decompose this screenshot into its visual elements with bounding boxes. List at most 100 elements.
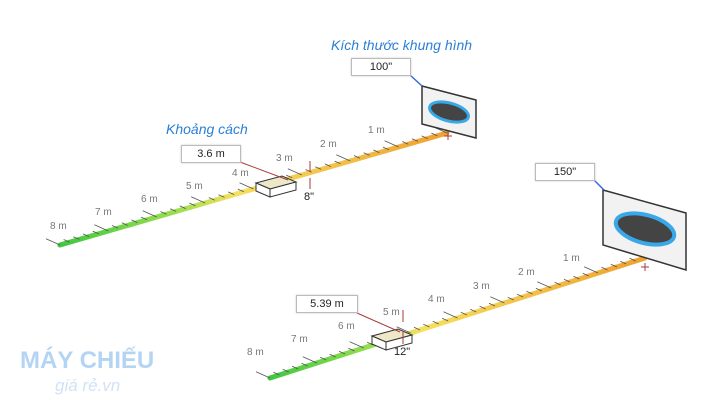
ruler-major-tick	[255, 371, 271, 379]
ruler-minor-tick	[324, 163, 332, 167]
ruler-minor-tick	[273, 371, 280, 376]
ruler-mark-label: 1 m	[563, 253, 580, 264]
ruler-mark-label: 4 m	[428, 294, 445, 305]
ruler-minor-tick	[535, 287, 543, 292]
ruler-minor-tick	[334, 160, 341, 165]
ruler-major-tick	[583, 266, 599, 274]
ruler-minor-tick	[121, 222, 128, 226]
ruler-major-tick	[384, 140, 399, 148]
ruler-minor-tick	[305, 169, 312, 173]
ruler-major-tick	[537, 281, 552, 289]
bottom-logo-icon	[613, 211, 677, 247]
ruler-mark-label: 1 m	[368, 125, 385, 136]
ruler-minor-tick	[413, 326, 421, 331]
ruler-mark-label: 5 m	[186, 181, 203, 192]
top-logo-icon	[428, 100, 470, 124]
watermark-logo: MÁY CHIẾU	[20, 347, 155, 374]
ruler-minor-tick	[516, 293, 524, 298]
ruler-minor-tick	[320, 356, 327, 361]
bottom-offset-label: 12"	[394, 346, 411, 358]
ruler-mark-label: 6 m	[141, 194, 158, 205]
ruler-minor-tick	[131, 219, 138, 223]
ruler-minor-tick	[160, 211, 167, 215]
ruler-minor-tick	[488, 302, 496, 307]
ruler-major-tick	[396, 326, 411, 334]
ruler-mark-label: 2 m	[518, 267, 535, 278]
ruler-mark-label: 3 m	[473, 281, 490, 292]
ruler-minor-tick	[582, 272, 589, 277]
ruler-minor-tick	[315, 166, 322, 170]
ruler-major-tick	[45, 238, 61, 246]
bottom-ruler	[255, 251, 648, 381]
ruler-minor-tick	[402, 141, 409, 145]
ruler-minor-tick	[286, 174, 293, 179]
ruler-major-tick	[443, 311, 458, 319]
ruler-minor-tick	[338, 350, 346, 355]
ruler-minor-tick	[601, 266, 608, 271]
offset-markers	[309, 132, 649, 344]
ruler-mark-label: 5 m	[383, 307, 400, 318]
ruler-minor-tick	[629, 257, 636, 262]
ruler-minor-tick	[169, 208, 177, 212]
ruler-minor-tick	[208, 197, 215, 201]
ruler-major-tick	[336, 154, 351, 162]
ruler-major-tick	[490, 296, 505, 304]
top-offset-label: 8"	[304, 191, 315, 203]
ruler-minor-tick	[189, 202, 196, 207]
ruler-major-tick	[239, 182, 254, 190]
bottom-screen-size-label: 150"	[535, 163, 595, 181]
ruler-minor-tick	[237, 188, 244, 193]
ruler-minor-tick	[441, 317, 449, 322]
ruler-minor-tick	[526, 290, 533, 295]
bottom-distance-label: 5.39 m	[296, 295, 358, 313]
ruler-mark-label: 8 m	[247, 347, 264, 358]
ruler-minor-tick	[421, 135, 428, 139]
ruler-major-tick	[349, 341, 364, 349]
ruler-minor-tick	[573, 275, 580, 280]
ruler-minor-tick	[610, 263, 618, 268]
top-ruler	[45, 126, 450, 248]
ruler-minor-tick	[470, 308, 477, 313]
top-screen-pointer	[409, 74, 423, 87]
ruler-major-tick	[190, 196, 206, 204]
bottom-distance-pointer	[356, 312, 401, 333]
ruler-mark-label: 4 m	[232, 168, 249, 179]
distance-title: Khoảng cách	[166, 121, 248, 137]
top-screen-size-label: 100"	[351, 58, 411, 76]
ruler-minor-tick	[73, 236, 80, 240]
ruler-minor-tick	[301, 362, 308, 367]
ruler-minor-tick	[479, 305, 486, 310]
ruler-minor-tick	[507, 296, 514, 301]
ruler-minor-tick	[63, 239, 70, 243]
ruler-minor-tick	[329, 353, 336, 358]
watermark-sub: giá rẻ.vn	[55, 376, 121, 395]
top-projector	[254, 175, 298, 198]
ruler-mark-label: 3 m	[276, 153, 293, 164]
ruler-minor-tick	[348, 347, 355, 352]
ruler-minor-tick	[563, 278, 571, 283]
ruler-minor-tick	[291, 365, 299, 370]
ruler-minor-tick	[382, 146, 390, 151]
ruler-minor-tick	[432, 320, 439, 325]
ruler-minor-tick	[554, 281, 561, 286]
ruler-minor-tick	[111, 225, 119, 229]
screen-size-title: Kích thước khung hình	[331, 37, 473, 53]
ruler-mark-label: 8 m	[50, 221, 67, 232]
ruler-major-tick	[142, 210, 157, 218]
ruler-minor-tick	[363, 152, 370, 156]
ruler-minor-tick	[218, 194, 225, 198]
bottom-screen-pointer	[593, 179, 605, 191]
ruler-minor-tick	[423, 323, 430, 328]
bottom-projector	[370, 328, 414, 351]
ruler-mark-label: 2 m	[320, 139, 337, 150]
ruler-minor-tick	[140, 216, 148, 221]
ruler-minor-tick	[460, 311, 468, 316]
top-distance-label: 3.6 m	[181, 145, 241, 163]
ruler-major-tick	[287, 168, 303, 176]
ruler-minor-tick	[411, 138, 419, 142]
ruler-minor-tick	[179, 205, 186, 209]
ruler-minor-tick	[373, 149, 380, 153]
ruler-major-tick	[94, 224, 109, 232]
